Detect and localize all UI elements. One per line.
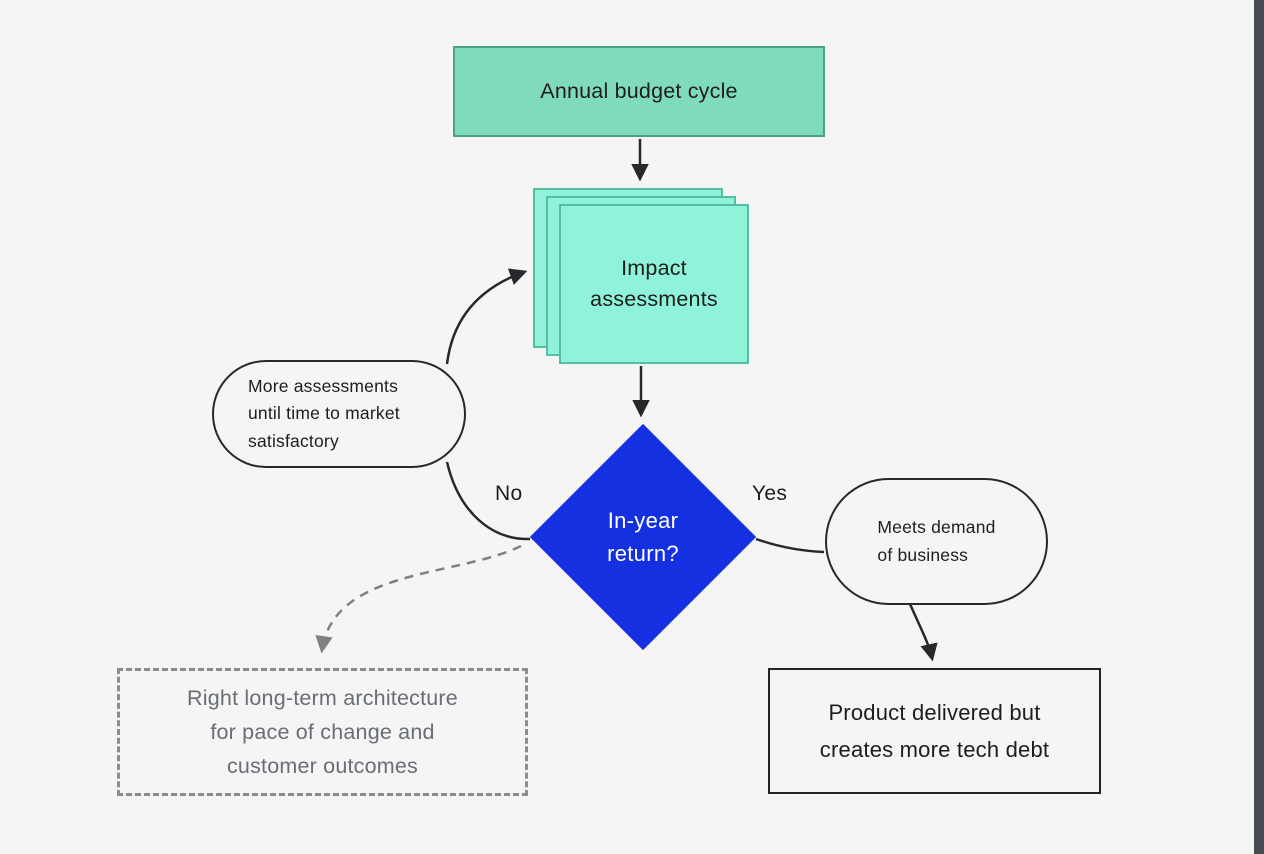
annual-budget-cycle-node: Annual budget cycle (453, 46, 825, 137)
connector-meets-demand-to-product (908, 603, 938, 662)
edge-label-yes: Yes (752, 482, 788, 505)
connector-decision-to-architecture-dashed (315, 544, 522, 654)
connector-more-assessments-to-impact (445, 268, 528, 365)
meets-demand-label: Meets demand of business (877, 517, 996, 565)
window-right-edge-bar (1254, 0, 1264, 854)
in-year-return-node: In-year return? (543, 457, 743, 617)
annual-budget-cycle-label: Annual budget cycle (540, 79, 738, 103)
product-tech-debt-node: Product delivered but creates more tech … (768, 668, 1101, 794)
right-architecture-node: Right long-term architecture for pace of… (117, 668, 528, 796)
impact-assessments-label: Impact assessments (590, 256, 718, 311)
meets-demand-node: Meets demand of business (825, 478, 1048, 605)
more-assessments-label: More assessments until time to market sa… (248, 375, 400, 451)
edge-label-no: No (495, 482, 523, 505)
right-architecture-label: Right long-term architecture for pace of… (187, 686, 458, 778)
more-assessments-node: More assessments until time to market sa… (212, 360, 466, 468)
impact-assessments-node: Impact assessments (559, 204, 749, 364)
in-year-return-label: In-year return? (607, 508, 679, 566)
product-tech-debt-label: Product delivered but creates more tech … (819, 700, 1050, 762)
connector-decision-to-more-assessments (445, 461, 531, 541)
connector-decision-to-meets-demand (755, 537, 825, 554)
